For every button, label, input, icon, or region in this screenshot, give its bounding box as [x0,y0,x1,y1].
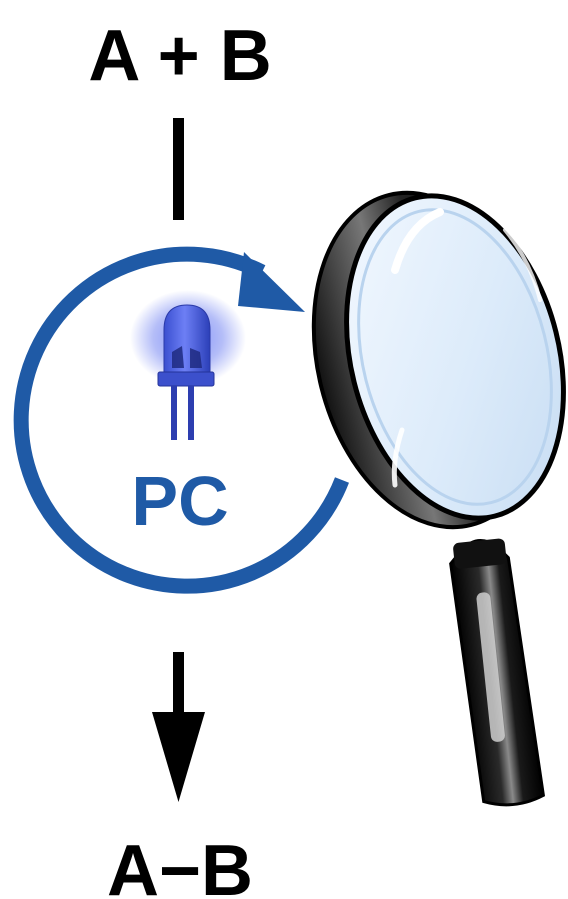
reactants-label: A + B [88,16,271,96]
catalyst-label: PC [131,462,228,540]
down-arrow-icon [152,652,205,802]
product-label: A−B [107,831,253,899]
magnifying-glass-icon [280,168,568,808]
led-photocatalyst-icon [130,290,246,440]
input-line [173,118,184,220]
